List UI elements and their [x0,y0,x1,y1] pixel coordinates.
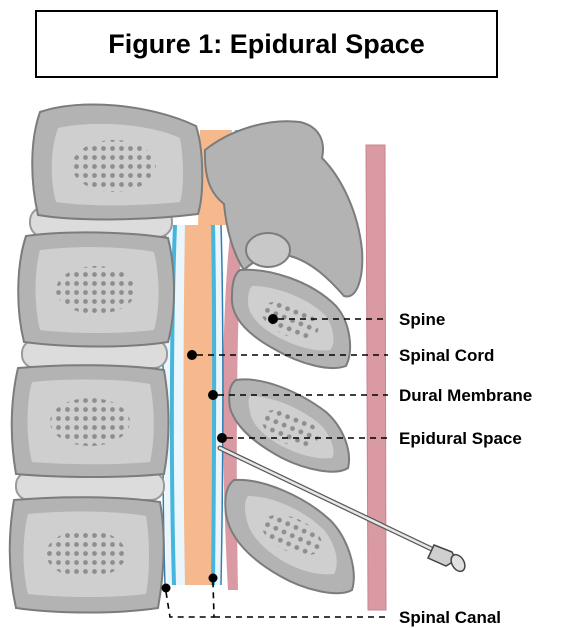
vertebral-body-3 [12,365,169,477]
spinal-cord [184,225,216,585]
dura-posterior [213,225,214,585]
label-spinal-canal: Spinal Canal [399,608,501,627]
label-spine: Spine [399,310,445,329]
vertebral-body-2 [18,232,174,346]
label-spinal-cord: Spinal Cord [399,346,494,365]
spinous-process-3 [225,480,353,593]
label-dural-membrane: Dural Membrane [399,386,532,405]
label-epidural-space: Epidural Space [399,429,522,448]
posterior-ligament [366,145,386,610]
vertebral-body-4 [10,497,164,612]
vertebral-body-1 [32,104,202,219]
spinous-process-2 [229,379,349,471]
facet-joint [246,233,290,267]
